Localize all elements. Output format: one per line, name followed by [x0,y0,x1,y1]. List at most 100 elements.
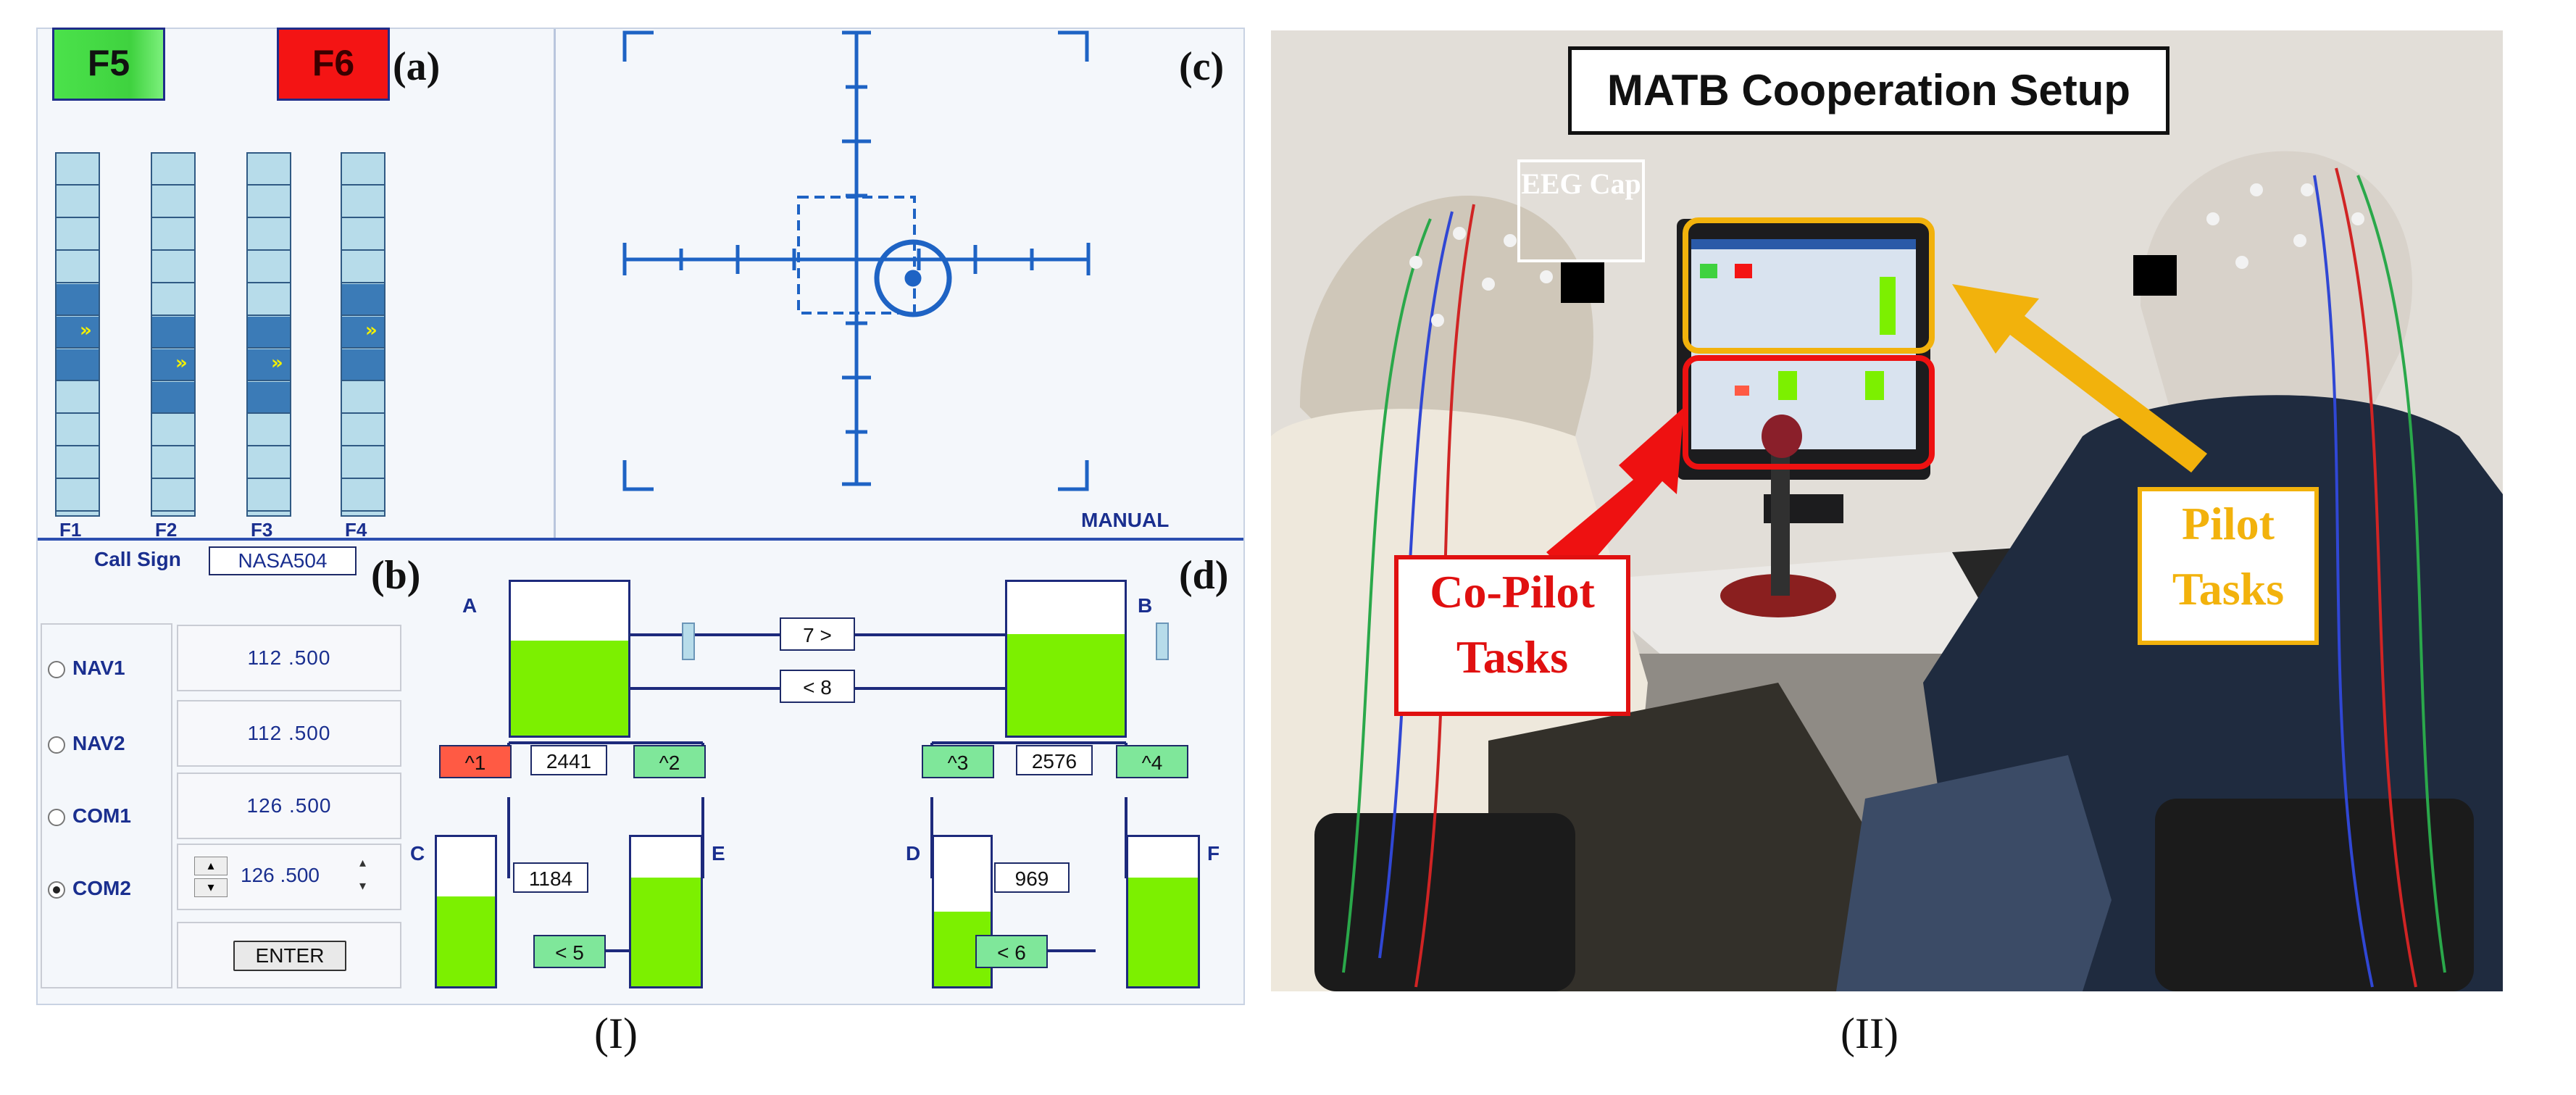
section-tag-c: (c) [1179,44,1225,89]
radio-option-com2[interactable]: COM2 [48,877,131,900]
cooperation-setup-photo: MATB Cooperation Setup EEG Cap Co-Pilot … [1271,30,2503,991]
fuel-tank-c [435,835,497,988]
radio-button-icon[interactable] [48,808,65,826]
pilot-label-line1: Pilot [2182,498,2275,549]
pilot-tasks-label: Pilot Tasks [2138,487,2319,645]
gauge-f1[interactable]: » [55,152,100,517]
gauge-label-f2: F2 [155,519,178,541]
section-tag-a: (a) [393,44,441,89]
frequency-display-nav2: 112 .500 [177,700,401,767]
f6-warning-light[interactable]: F6 [277,28,390,101]
gauge-cell [152,349,194,381]
stepper-down-right[interactable]: ▾ [359,878,367,894]
enter-button[interactable]: ENTER [233,941,346,971]
radio-option-label: NAV2 [72,732,125,754]
section-divider-horizontal [38,538,1243,541]
radio-option-nav1[interactable]: NAV1 [48,657,125,680]
gauge-cell [152,284,194,316]
call-sign-value: NASA504 [209,546,357,575]
stepper-down-left[interactable]: ▾ [194,878,228,897]
tank-fluid-level [631,877,701,986]
radio-option-label: NAV1 [72,657,125,679]
f5-warning-light[interactable]: F5 [52,28,165,101]
fuel-tank-d [932,835,993,988]
gauge-cell [248,447,290,479]
gauge-cell [342,415,384,446]
tank-fluid-level [1128,877,1198,986]
gauge-cell [57,382,99,414]
gauge-cell [248,219,290,251]
photo-illustration [1271,30,2503,991]
pump-2-button[interactable]: ^2 [633,745,706,778]
fuel-tank-f [1126,835,1200,988]
gauge-label-f1: F1 [59,519,82,541]
pump-6-button[interactable]: < 6 [975,935,1048,968]
pump-7-button[interactable]: 7 > [780,617,855,651]
gauge-cell [57,219,99,251]
section-tag-d: (d) [1179,553,1229,598]
gauge-pointer-icon: » [365,320,378,341]
tracking-mode-label: MANUAL [1081,509,1170,531]
tank-label-c: C [410,842,425,865]
gauge-f2[interactable]: » [151,152,196,517]
gauge-f3[interactable]: » [246,152,291,517]
gauge-f4[interactable]: » [341,152,385,517]
fuel-tank-a [509,580,630,738]
pump-5-button[interactable]: < 5 [533,935,606,968]
eeg-cap-text: EEG Cap [1521,167,1641,200]
gauge-cell [248,154,290,186]
tank-label-a: A [462,594,478,617]
gauge-cell [57,349,99,381]
tank-value-a: 2441 [530,745,607,775]
gauge-cell [57,415,99,446]
tank-label-f: F [1207,842,1220,865]
gauge-cell [342,219,384,251]
fuel-tank-e [629,835,703,988]
radio-button-icon[interactable] [48,736,65,754]
com2-frequency-input[interactable]: 126 .500 [241,864,320,887]
pump-4-button[interactable]: ^4 [1116,745,1188,778]
radio-option-nav2[interactable]: NAV2 [48,732,125,755]
gauge-cell [342,251,384,283]
pilot-label-line2: Tasks [2172,563,2285,615]
pump-3-button[interactable]: ^3 [922,745,994,778]
gauge-cell [152,219,194,251]
radio-option-com1[interactable]: COM1 [48,804,131,828]
tank-fluid-level [511,640,628,736]
stepper-up-left[interactable]: ▴ [194,857,228,875]
radio-option-label: COM2 [72,877,131,899]
gauge-cell [57,284,99,316]
tank-fluid-level [437,896,495,986]
gauge-pointer-icon: » [80,320,92,341]
pump-8-button[interactable]: < 8 [780,670,855,703]
pump-1-button[interactable]: ^1 [439,745,512,778]
gauge-cell [342,284,384,316]
radio-button-icon[interactable] [48,880,65,899]
gauge-cell [152,251,194,283]
gauge-cell [248,382,290,414]
radio-option-label: COM1 [72,804,131,827]
gauge-pointer-icon: » [271,352,283,374]
gauge-cell [248,284,290,316]
call-sign-label: Call Sign [94,548,181,570]
tank-value-d: 969 [994,862,1070,893]
setup-title: MATB Cooperation Setup [1568,46,2169,135]
fuel-tank-b [1005,580,1127,738]
gauge-cell [57,480,99,512]
gauge-pointer-icon: » [175,352,188,374]
tank-fluid-level [1007,634,1125,736]
caption-panel-ii: (II) [1841,1009,1898,1057]
gauge-cell [152,447,194,479]
gauge-cell [342,154,384,186]
radio-button-icon[interactable] [48,660,65,678]
stepper-up-right[interactable]: ▴ [359,855,367,870]
tracking-reticle[interactable] [596,29,1117,493]
gauge-cell [57,447,99,479]
matb-interface-panel: F5 F6 (a) »F1»F2»F3»F4 (c) [36,28,1245,1005]
tank-label-e: E [712,842,725,865]
gauge-cell [342,382,384,414]
tank-label-d: D [906,842,921,865]
com2-tuner: ▴ ▾ 126 .500 ▴ ▾ [177,844,401,910]
gauge-label-f3: F3 [251,519,273,541]
copilot-tasks-label: Co-Pilot Tasks [1394,555,1630,716]
